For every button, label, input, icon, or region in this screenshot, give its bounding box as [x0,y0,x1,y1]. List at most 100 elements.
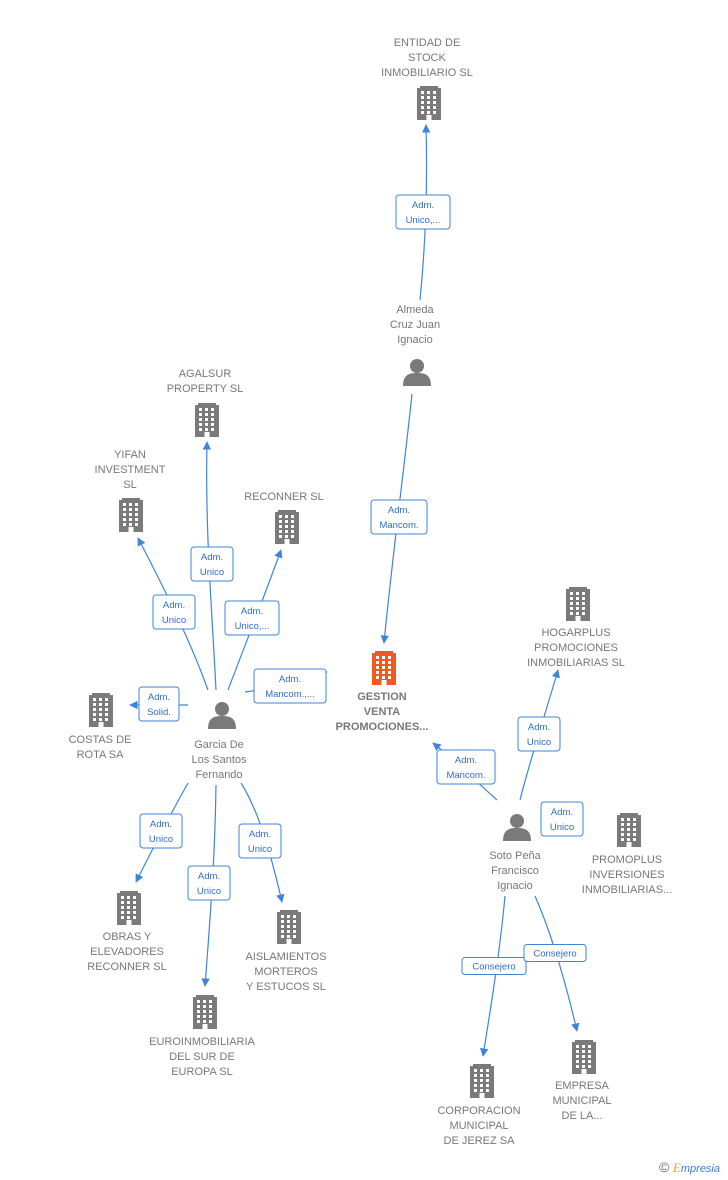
person-icon[interactable] [503,814,531,841]
relation-text: Unico [200,567,224,578]
brand-logo-text[interactable]: mpresia [680,1163,720,1175]
node-promoplus[interactable]: PROMOPLUSINVERSIONESINMOBILIARIAS... [582,813,672,896]
node-label: INMOBILIARIAS... [582,884,672,896]
person-icon[interactable] [208,702,236,729]
relation-text: Mancom.,... [265,689,315,700]
building-icon[interactable] [277,910,301,944]
brand-logo-initial[interactable]: E [672,1160,681,1175]
node-label: ROTA SA [77,749,125,761]
relation-box[interactable] [152,594,196,630]
relation-text: Adm. [148,692,170,703]
relation-label-r_soto_promo[interactable]: Adm.Unico [540,801,584,837]
relation-text: Adm. [455,755,477,766]
node-label: Ignacio [497,880,532,892]
building-icon[interactable] [470,1064,494,1098]
relation-label-r_garcia_costas[interactable]: Adm. Solid. [138,686,180,722]
relation-box[interactable] [523,944,587,962]
person-icon[interactable] [403,359,431,386]
node-reconner[interactable]: RECONNER SL [244,491,324,544]
node-label: Garcia De [194,739,244,751]
relation-text: Adm. [249,829,271,840]
node-label: EUROPA SL [171,1066,233,1078]
node-label: EUROINMOBILIARIA [149,1036,255,1048]
building-icon[interactable] [572,1040,596,1074]
building-icon[interactable] [566,587,590,621]
node-label: Los Santos [191,754,247,766]
relation-text: Unico [248,844,272,855]
node-label: GESTION [357,691,407,703]
building-icon[interactable] [617,813,641,847]
building-icon[interactable] [275,510,299,544]
relation-box[interactable] [139,813,183,849]
building-icon[interactable] [117,891,141,925]
relation-text: Adm. [551,807,573,818]
relation-box[interactable] [238,823,282,859]
relation-label-r_soto_gestion[interactable]: Adm. Mancom. [436,749,496,785]
copyright-notice: © Empresia [659,1159,720,1176]
relation-box[interactable] [138,686,180,722]
building-icon[interactable] [417,86,441,120]
relation-label-r_garcia_yifan[interactable]: Adm.Unico [152,594,196,630]
relation-label-r_almeda_entidad[interactable]: Adm. Unico,... [395,194,451,230]
relation-label-r_garcia_obras[interactable]: Adm.Unico [139,813,183,849]
relation-box[interactable] [187,865,231,901]
building-icon[interactable] [195,403,219,437]
relation-label-r_garcia_agalsur[interactable]: Adm.Unico [190,546,234,582]
relation-text: Mancom. [446,770,485,781]
node-label: VENTA [364,706,401,718]
relation-label-r_garcia_euro[interactable]: Adm.Unico [187,865,231,901]
building-icon[interactable] [119,498,143,532]
node-label: PROMOPLUS [592,854,662,866]
node-label: INMOBILIARIAS SL [527,657,625,669]
building-icon[interactable] [372,651,396,685]
relation-text: Solid. [147,707,171,718]
relation-label-r_soto_corp[interactable]: Consejero [461,957,527,975]
relation-label-r_soto_hogar[interactable]: Adm.Unico [517,716,561,752]
relation-label-r_garcia_reconner[interactable]: Adm.Unico,... [224,600,280,636]
relation-box[interactable] [190,546,234,582]
node-gestion[interactable]: GESTIONVENTAPROMOCIONES... [336,651,429,733]
relation-label-r_almeda_gestion[interactable]: Adm.Mancom. [370,499,428,535]
relation-box[interactable] [461,957,527,975]
node-label: PROMOCIONES [534,642,618,654]
relation-text: Adm. [412,200,434,211]
node-agalsur[interactable]: AGALSUR PROPERTY SL [167,368,244,437]
relation-text: Consejero [472,962,515,973]
node-label: ENTIDAD DE [394,37,461,49]
edge-r_soto_empresa [534,895,580,1032]
relation-box[interactable] [253,668,327,704]
relation-box[interactable] [517,716,561,752]
relation-label-r_garcia_gestion[interactable]: Adm.Mancom.,... [253,668,327,704]
relation-box[interactable] [540,801,584,837]
relation-box[interactable] [370,499,428,535]
node-euroinmobiliaria[interactable]: EUROINMOBILIARIA DEL SUR DE EUROPA SL [149,995,256,1078]
node-label: COSTAS DE [69,734,132,746]
building-icon[interactable] [193,995,217,1029]
node-label: DEL SUR DE [169,1051,235,1063]
relation-label-r_soto_empresa[interactable]: Consejero [523,944,587,962]
node-label: Almeda [396,304,434,316]
relation-text: Unico,... [406,215,441,226]
node-costas[interactable]: COSTAS DE ROTA SA [69,693,132,761]
node-label: STOCK [408,52,446,64]
relation-box[interactable] [395,194,451,230]
node-label: PROPERTY SL [167,383,244,395]
relation-box[interactable] [436,749,496,785]
node-label: AGALSUR [179,368,232,380]
building-icon[interactable] [89,693,113,727]
relation-label-r_garcia_aisl[interactable]: Adm. Unico [238,823,282,859]
relation-box[interactable] [224,600,280,636]
relation-text: Adm. [163,600,185,611]
node-label: DE JEREZ SA [444,1135,516,1147]
